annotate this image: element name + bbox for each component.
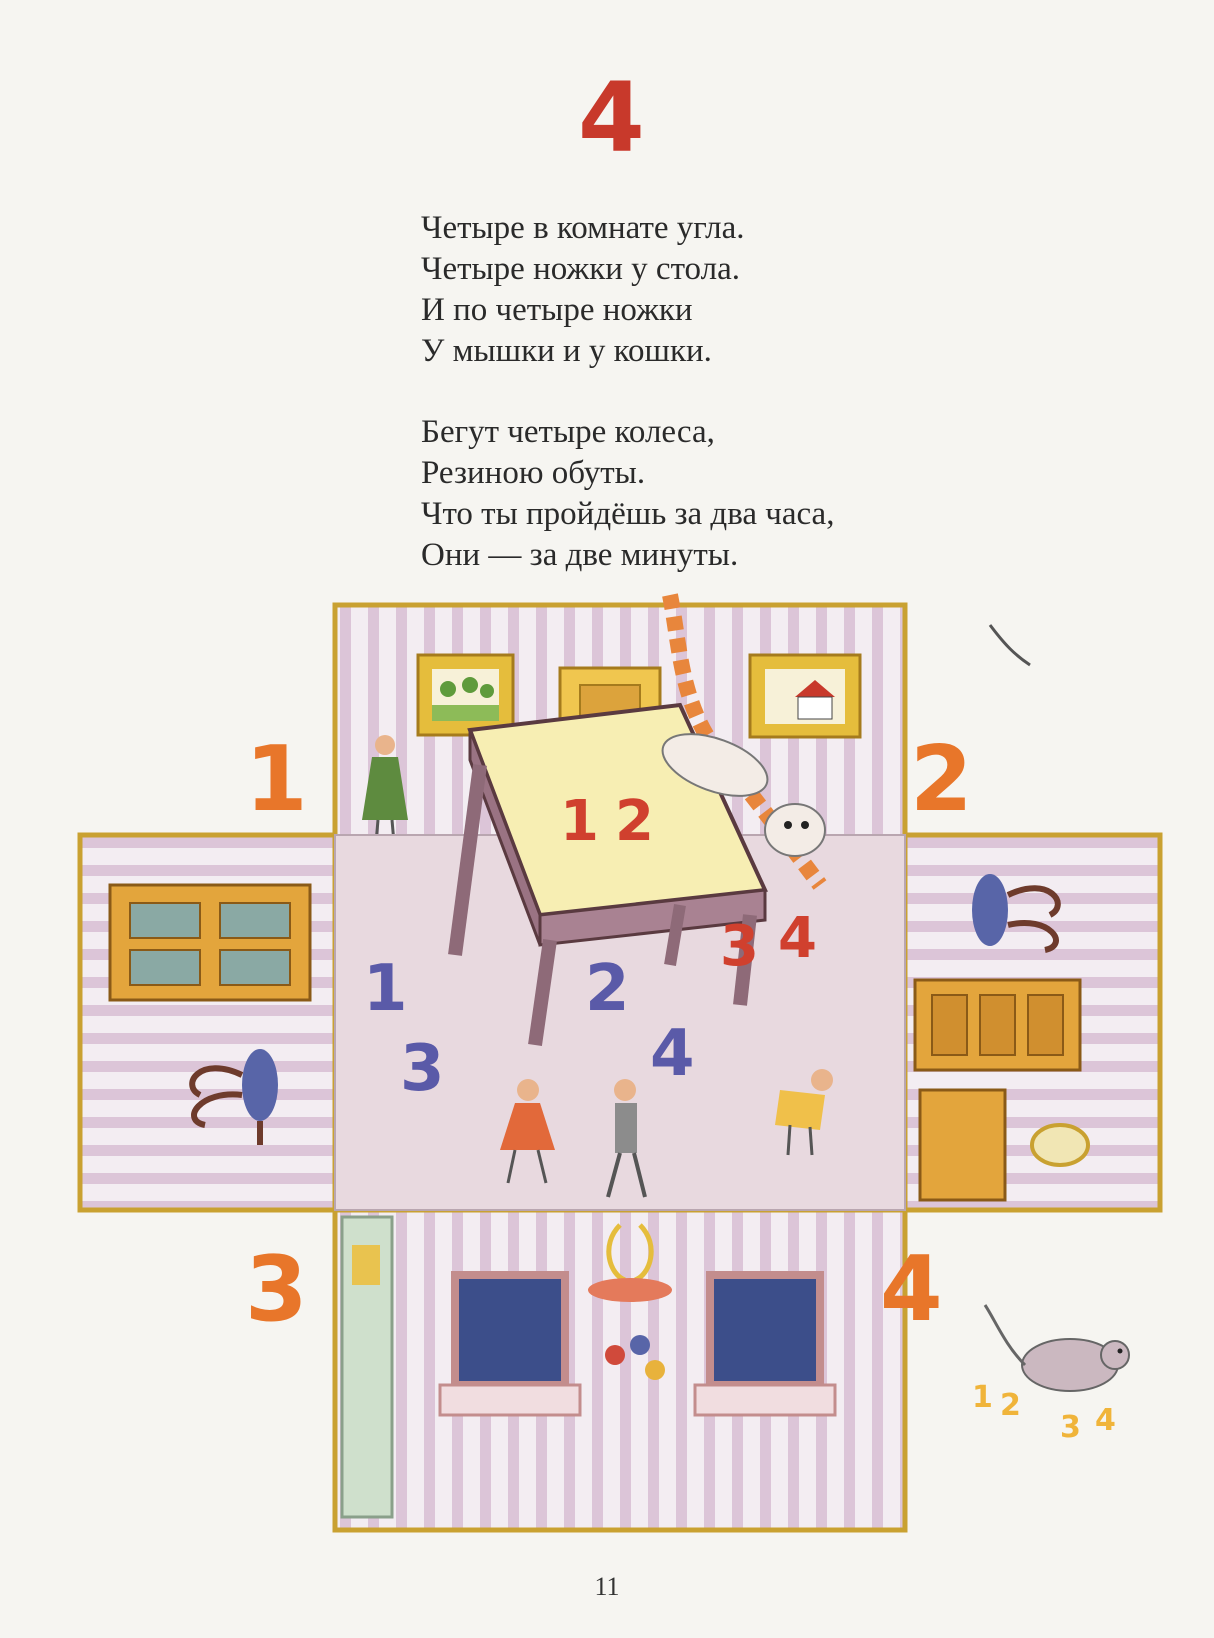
chair-right	[972, 874, 1061, 953]
dancer-orange	[500, 1079, 555, 1184]
poem-line: И по четыре ножки	[421, 292, 693, 328]
room-illustration: 1 2 3 4 1 2 3 4 1 2 3 4 1 2 3 4	[77, 593, 1163, 1533]
table-leg-number-1: 1	[363, 952, 408, 1026]
poem-line: Они — за две минуты.	[421, 537, 739, 573]
chandelier	[588, 1223, 672, 1380]
mouse-leg-numbers: 1 2 3 4	[972, 1380, 1116, 1445]
window-left	[438, 1271, 582, 1417]
dresser	[918, 1088, 1090, 1202]
cat	[661, 593, 827, 890]
table-leg-number-3: 3	[400, 1032, 445, 1106]
right-wall	[902, 832, 1163, 1213]
corner-number-1: 1	[245, 727, 308, 832]
corner-numbers: 1 2 3 4	[245, 727, 973, 1342]
floor	[334, 593, 906, 1211]
front-wall	[332, 1207, 908, 1533]
corner-number-4: 4	[880, 1237, 943, 1342]
chapter-number: 4	[578, 62, 645, 174]
corner-number-2: 2	[910, 727, 973, 832]
table-leg-numbers: 1 2 3 4	[363, 952, 695, 1106]
cat-leg-number-4: 4	[778, 906, 817, 971]
cat-leg-numbers: 1 2 3 4	[560, 789, 817, 979]
chair-left	[189, 1049, 278, 1145]
poem-stanza-1: Четыре в комнате угла. Четыре ножки у ст…	[421, 208, 834, 372]
left-wall	[77, 832, 338, 1213]
poem-line: Что ты пройдёшь за два часа,	[421, 496, 835, 532]
woman-figure	[362, 735, 408, 844]
table-leg-number-4: 4	[650, 1017, 695, 1091]
mouse-leg-number-1: 1	[972, 1380, 993, 1415]
poem-line: Бегут четыре колеса,	[421, 414, 715, 450]
house-painting	[748, 653, 862, 739]
door-right	[913, 978, 1082, 1072]
page-number: 11	[594, 1572, 620, 1601]
poem-line: Четыре ножки у стола.	[421, 251, 740, 287]
mouse	[983, 624, 1130, 1392]
landscape-painting	[416, 653, 515, 737]
corner-number-3: 3	[245, 1237, 308, 1342]
dancer-grey	[606, 1079, 647, 1198]
mouse-leg-number-2: 2	[1000, 1388, 1021, 1423]
poem-line: Четыре в комнате угла.	[421, 210, 745, 246]
poem-stanza-2: Бегут четыре колеса, Резиною обуты. Что …	[421, 412, 834, 576]
cat-leg-number-3: 3	[720, 914, 759, 979]
poem-line: Резиною обуты.	[421, 455, 646, 491]
cat-leg-number-1: 1	[560, 789, 599, 854]
mouse-leg-number-3: 3	[1060, 1410, 1081, 1445]
cat-leg-number-2: 2	[615, 789, 654, 854]
table-leg-number-2: 2	[585, 952, 630, 1026]
stove	[340, 1215, 394, 1519]
mouse-leg-number-4: 4	[1095, 1403, 1116, 1438]
poem: Четыре в комнате угла. Четыре ножки у ст…	[421, 208, 834, 616]
cabinet	[108, 883, 312, 1002]
window-right	[693, 1271, 837, 1417]
poem-line: У мышки и у кошки.	[421, 333, 712, 369]
dancer-yellow	[775, 1069, 833, 1156]
